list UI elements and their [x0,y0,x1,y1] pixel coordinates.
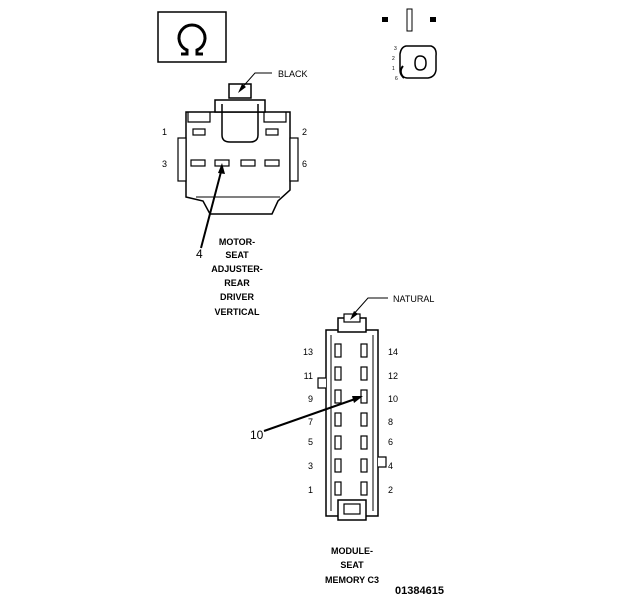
pin-label: 3 [162,159,167,169]
pin-label: 5 [308,437,313,447]
pin-label: 2 [388,485,393,495]
connector-caption-line: MODULE- [331,546,373,556]
pin-label: 1 [308,485,313,495]
pin-label: 2 [302,127,307,137]
connector-caption-line: MEMORY C3 [325,575,379,585]
pin-label: 13 [303,347,313,357]
pin-label: 1 [162,127,167,137]
pin-label: 7 [308,417,313,427]
connector-caption-line: SEAT [225,250,249,260]
key-pin-label: 3 [394,46,397,52]
pin-label: 3 [308,461,313,471]
terminal-key-icon: 3 2 1 6 [382,8,437,82]
figure-id: 01384615 [395,585,444,597]
pin-label: 12 [388,371,398,381]
callout-pin-label: 10 [250,428,264,442]
key-pin-label: 6 [395,76,398,82]
connector-caption-line: MOTOR- [219,237,255,247]
terminal-symbol-icon [157,11,227,63]
pin-label: 4 [388,461,393,471]
key-pin-label: 1 [392,66,395,72]
key-pin-label: 2 [392,56,395,62]
pin-label: 9 [308,394,313,404]
callout-pin-label: 4 [196,247,203,261]
pin-label: 10 [388,394,398,404]
pin-label: 6 [302,159,307,169]
pin-label: 14 [388,347,398,357]
upper-connector [177,83,299,215]
connector-caption-line: SEAT [340,560,364,570]
connector-caption-line: REAR [224,278,250,288]
connector-caption-line: VERTICAL [215,307,261,317]
connector-color-label: NATURAL [393,294,434,304]
pin-label: 6 [388,437,393,447]
lower-connector [317,313,387,521]
connector-caption-line: ADJUSTER- [211,264,263,274]
connector-caption-line: DRIVER [220,292,255,302]
pin-label: 11 [304,371,313,381]
connector-color-label: BLACK [278,69,308,79]
pin-label: 8 [388,417,393,427]
